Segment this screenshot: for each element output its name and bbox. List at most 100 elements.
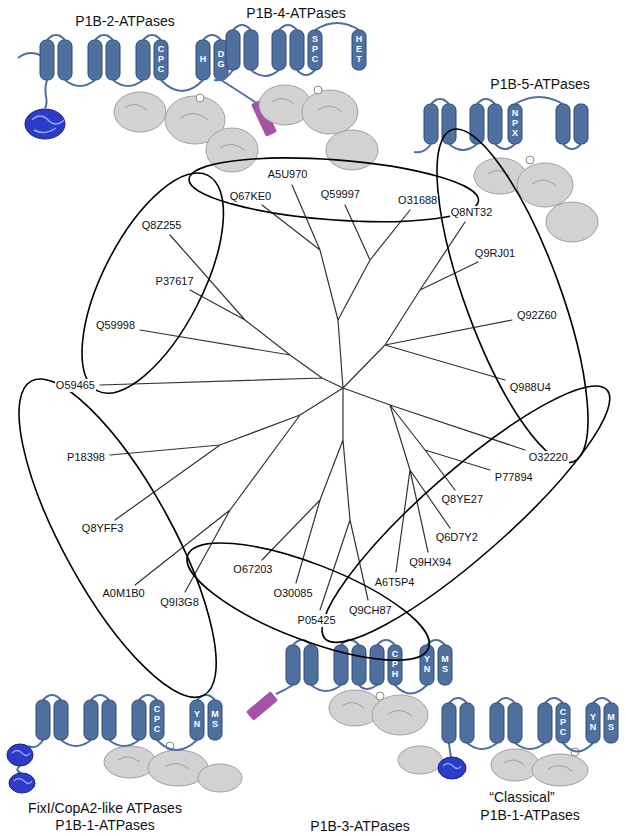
leaf-label: A6T5P4 xyxy=(374,576,416,589)
clade-group: Q9CH87P05425 O30085 O67203 xyxy=(185,541,431,662)
cytoplasmic-domains xyxy=(104,746,156,778)
transmembrane-helix xyxy=(438,645,452,685)
transmembrane-helix xyxy=(54,700,68,740)
leaf-label: P05425 xyxy=(297,614,337,627)
transmembrane-helix xyxy=(352,645,366,685)
leaf-label: Q9RJ01 xyxy=(474,247,516,260)
helix-loops xyxy=(214,23,359,80)
transmembrane-helix xyxy=(424,104,588,144)
leaf-label: P18398 xyxy=(66,451,106,464)
tree-branches xyxy=(100,185,525,610)
transmembrane-helix xyxy=(84,700,98,740)
cytoplasmic-domains xyxy=(532,754,588,786)
phospho-site xyxy=(196,94,204,102)
transmembrane-helix xyxy=(88,40,102,80)
cytoplasmic-domains xyxy=(488,170,556,186)
helix-loops xyxy=(414,97,581,152)
motif-letters: SPC xyxy=(310,35,321,65)
cytoplasmic-domains xyxy=(329,690,442,774)
group-title: P1B-1-ATPases xyxy=(480,807,579,823)
group-title: P1B-1-ATPases xyxy=(55,817,154,833)
leaf-label: P77894 xyxy=(494,471,534,484)
p1b3-atpase-cartoon xyxy=(246,640,452,774)
transmembrane-helix xyxy=(150,700,164,740)
group-title: “Classical” xyxy=(489,789,554,805)
leaf-label: O67203 xyxy=(232,563,273,576)
transmembrane-helix xyxy=(196,40,210,80)
p1b4-atpase-cartoon xyxy=(214,23,378,170)
clade-ellipse xyxy=(297,358,626,670)
leaf-label: O31688 xyxy=(397,194,438,207)
transmembrane-helix xyxy=(304,645,318,685)
transmembrane-helix xyxy=(102,700,116,740)
transmembrane-helix xyxy=(388,645,402,685)
cytoplasmic-domains xyxy=(114,92,166,132)
transmembrane-helix xyxy=(352,30,366,70)
transmembrane-helix xyxy=(556,104,570,144)
leaf-label: Q92Z60 xyxy=(516,309,558,322)
clade-group: Q8NT32Q9RJ01Q92Z60Q988U4 xyxy=(435,127,590,465)
transmembrane-helix xyxy=(106,40,120,80)
phospho-site xyxy=(376,692,384,700)
metal-binding-domain xyxy=(438,757,466,779)
leaf-label: Q9CH87 xyxy=(348,604,393,617)
leaf-label: Q59997 xyxy=(320,188,361,201)
transmembrane-helix xyxy=(136,40,150,80)
metal-binding-domain xyxy=(12,751,32,784)
transmembrane-helix xyxy=(370,645,384,685)
leaf-label: Q6D7Y2 xyxy=(435,531,479,544)
clade-outline xyxy=(185,541,431,662)
cytoplasmic-domains xyxy=(198,764,242,792)
cytoplasmic-domains xyxy=(114,92,258,172)
motif-letters: MS xyxy=(440,655,451,675)
leaf-label: P37617 xyxy=(155,275,195,288)
transmembrane-helix xyxy=(442,104,456,144)
cytoplasmic-domains xyxy=(546,202,598,242)
metal-binding-domain xyxy=(25,109,65,139)
helix-loops xyxy=(276,640,445,694)
clade-outline xyxy=(17,377,218,699)
helix-loops xyxy=(17,695,215,773)
tree-branches xyxy=(100,185,525,610)
transmembrane-helix xyxy=(442,703,456,743)
transmembrane-helix xyxy=(36,700,222,740)
group-title: P1B-2-ATPases xyxy=(75,13,174,29)
metal-binding-domain xyxy=(32,116,64,133)
cytoplasmic-domains xyxy=(342,702,412,716)
transmembrane-helix xyxy=(508,703,522,743)
cytoplasmic-domains xyxy=(125,104,244,150)
clade-outline xyxy=(435,127,590,465)
transmembrane-helix xyxy=(308,30,322,70)
motif-letters: YN xyxy=(422,655,433,675)
transmembrane-helix xyxy=(208,700,222,740)
cytoplasmic-domains xyxy=(517,163,573,207)
transmembrane-helix xyxy=(460,703,474,743)
motif-letters: CPH xyxy=(390,650,401,680)
motif-letters: MS xyxy=(210,710,221,730)
group-title: FixI/CopA2-like ATPases xyxy=(28,800,182,816)
motif-letters: CPC xyxy=(558,708,569,738)
leaf-label: Q8YE27 xyxy=(440,493,484,506)
cytoplasmic-domains xyxy=(272,98,342,112)
phospho-site xyxy=(526,156,534,164)
cytoplasmic-domains xyxy=(104,746,242,792)
leaf-label: Q988U4 xyxy=(509,381,552,394)
clade-ellipse xyxy=(0,355,252,721)
clade-group: Q8Z255P37617Q59998 xyxy=(80,171,225,395)
transmembrane-helix xyxy=(290,30,304,70)
cytoplasmic-domains xyxy=(398,746,442,774)
leaf-label: O59465 xyxy=(55,379,96,392)
metal-binding-domain xyxy=(25,109,65,139)
transmembrane-helix xyxy=(58,40,72,80)
cytoplasmic-domains xyxy=(504,760,572,771)
motif-letters: YN xyxy=(588,713,599,733)
motif-letters: CPC xyxy=(152,705,163,735)
leaf-label: O30085 xyxy=(272,587,313,600)
transmembrane-helix xyxy=(442,703,618,743)
leaf-label: Q8YFF3 xyxy=(81,522,125,535)
helix-loops xyxy=(18,35,258,108)
transmembrane-helix xyxy=(154,40,168,80)
motif-letters: DG xyxy=(216,50,227,70)
